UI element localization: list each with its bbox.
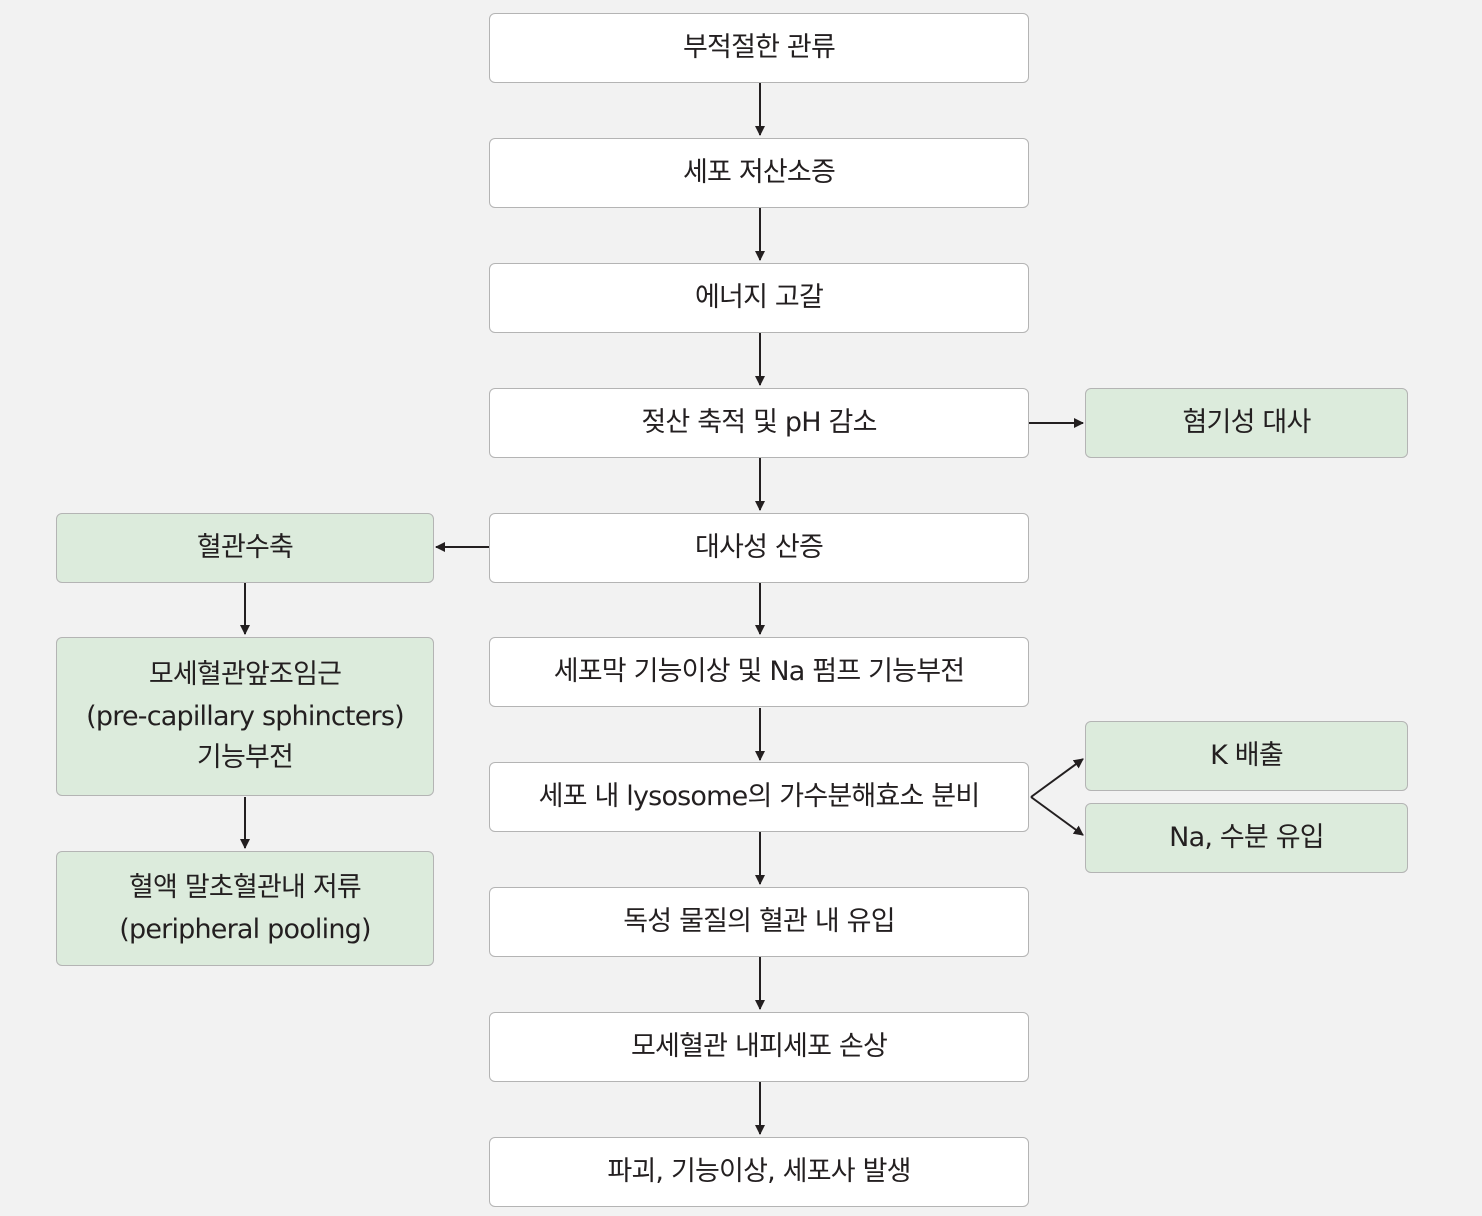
box-precapillary-sphincter-failure: 모세혈관앞조임근 (pre-capillary sphincters) 기능부전 (56, 637, 434, 796)
box-peripheral-pooling: 혈액 말초혈관내 저류 (peripheral pooling) (56, 851, 434, 966)
box-cell-death: 파괴, 기능이상, 세포사 발생 (489, 1137, 1029, 1207)
box-k-excretion: K 배출 (1085, 721, 1408, 791)
box-label: 세포 저산소증 (682, 157, 836, 189)
box-endothelial-damage: 모세혈관 내피세포 손상 (489, 1012, 1029, 1082)
box-label: 혈액 말초혈관내 저류 (peripheral pooling) (119, 871, 371, 945)
box-label: 독성 물질의 혈관 내 유입 (623, 906, 895, 938)
box-na-water-influx: Na, 수분 유입 (1085, 803, 1408, 873)
box-label: 파괴, 기능이상, 세포사 발생 (607, 1156, 911, 1188)
box-label: 혈관수축 (196, 532, 294, 564)
box-label: 혐기성 대사 (1182, 407, 1312, 439)
box-metabolic-acidosis: 대사성 산증 (489, 513, 1029, 583)
box-label: Na, 수분 유입 (1169, 822, 1324, 854)
box-label: 모세혈관 내피세포 손상 (631, 1031, 888, 1063)
box-anaerobic-metabolism: 혐기성 대사 (1085, 388, 1408, 458)
box-energy-depletion: 에너지 고갈 (489, 263, 1029, 333)
box-label: 모세혈관앞조임근 (pre-capillary sphincters) 기능부전 (86, 658, 404, 774)
box-label: 세포막 기능이상 및 Na 펌프 기능부전 (553, 656, 965, 688)
box-label: K 배출 (1210, 740, 1284, 772)
box-lysosome-enzyme-release: 세포 내 lysosome의 가수분해효소 분비 (489, 762, 1029, 832)
arrow-to-k-excretion (1030, 758, 1084, 798)
box-label: 세포 내 lysosome의 가수분해효소 분비 (538, 781, 981, 813)
box-cellular-hypoxia: 세포 저산소증 (489, 138, 1029, 208)
box-label: 에너지 고갈 (695, 282, 824, 314)
box-label: 대사성 산증 (695, 532, 824, 564)
box-toxin-influx: 독성 물질의 혈관 내 유입 (489, 887, 1029, 957)
box-label: 젖산 축적 및 pH 감소 (641, 407, 877, 439)
arrow-to-na-influx (1030, 796, 1084, 836)
box-inadequate-perfusion: 부적절한 관류 (489, 13, 1029, 83)
box-membrane-dysfunction: 세포막 기능이상 및 Na 펌프 기능부전 (489, 637, 1029, 707)
box-label: 부적절한 관류 (682, 32, 836, 64)
box-lactate-accumulation: 젖산 축적 및 pH 감소 (489, 388, 1029, 458)
box-vasoconstriction: 혈관수축 (56, 513, 434, 583)
